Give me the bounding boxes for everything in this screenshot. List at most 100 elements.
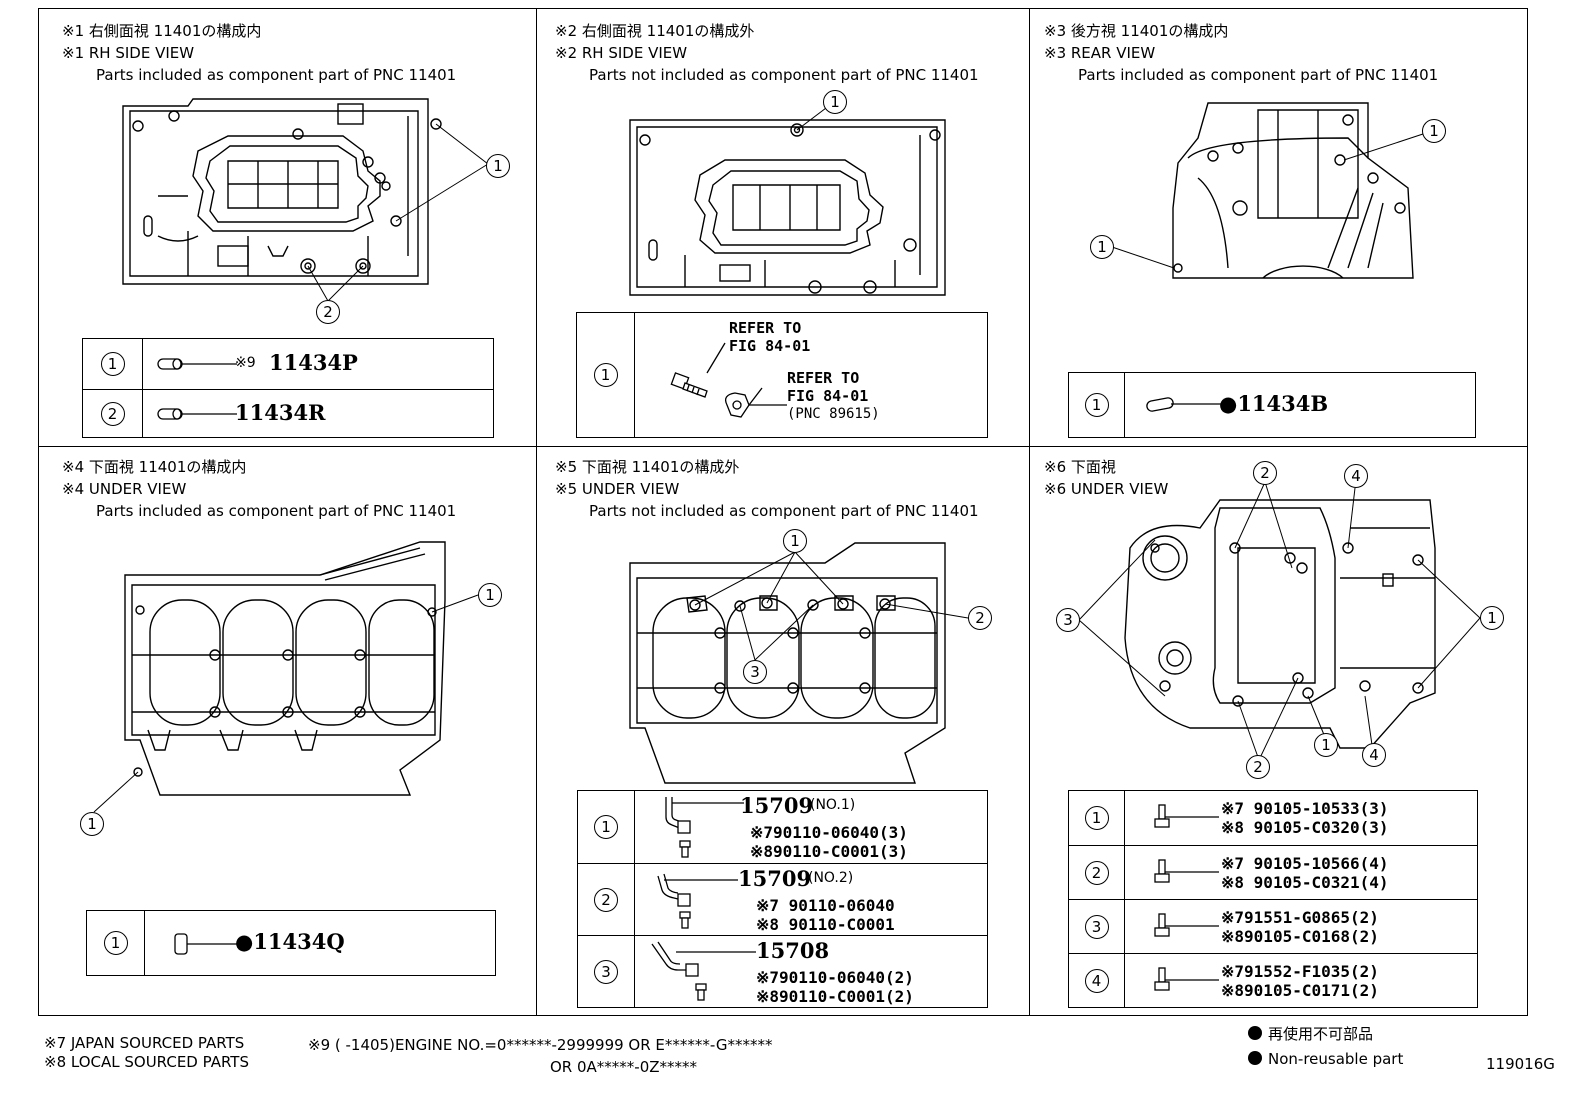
oil-jet-and-bolt-icon [651, 941, 756, 1001]
table-row: 3 ※791551-G0865(2)※890105-C0168(2) [1069, 899, 1477, 953]
legend-non-reusable-en: Non-reusable part [1248, 1050, 1403, 1069]
panel5-callout-1: 1 [783, 529, 807, 553]
filled-dot-icon [1248, 1051, 1262, 1065]
panel2-engine-block-drawing [629, 119, 946, 296]
part-alternates: ※791551-G0865(2)※890105-C0168(2) [1221, 908, 1379, 946]
panel1-engine-block-drawing [122, 98, 442, 285]
table-row: 1 ●11434B [1069, 373, 1475, 437]
bolt-icon [1154, 804, 1219, 828]
row-number: 1 [593, 363, 618, 387]
pin-icon [157, 358, 237, 370]
panel5-description: Parts not included as component part of … [589, 502, 979, 520]
part-number: 15709 [740, 793, 814, 818]
legend-non-reusable-jp: 再使用不可部品 [1248, 1025, 1373, 1044]
table-row: 2 15709 (NO.2) ※7 90110-06040※8 90110-C0… [578, 863, 987, 935]
panel4-engine-under-drawing [124, 541, 446, 796]
divider-v1 [536, 9, 537, 1015]
row-number: 4 [1084, 968, 1109, 993]
table-row: 3 15708 ※790110-06040(2)※890110-C0001(2) [578, 935, 987, 1007]
table-row: 1 15709 (NO.1) ※790110-06040(3)※890110-C… [578, 791, 987, 863]
panel6-title-en: ※6 UNDER VIEW [1044, 480, 1169, 498]
panel2-header: ※2 右側面視 11401の構成外 ※2 RH SIDE VIEW Parts … [555, 20, 979, 86]
panel2-title-jp: ※2 右側面視 11401の構成外 [555, 22, 755, 40]
panel1-parts-table: 1 ※9 11434P 2 11434R [82, 338, 494, 438]
panel3-callout-1a: 1 [1422, 119, 1446, 143]
panel4-callout-1b: 1 [80, 812, 104, 836]
panel3-callout-1b: 1 [1090, 235, 1114, 259]
panel3-title-jp: ※3 後方視 11401の構成内 [1044, 22, 1229, 40]
table-row: 2 ※7 90105-10566(4)※8 90105-C0321(4) [1069, 845, 1477, 899]
panel3-title-en: ※3 REAR VIEW [1044, 44, 1156, 62]
row-number: 1 [103, 931, 128, 955]
footer-note-9: ※9 ( -1405)ENGINE NO.=0******-2999999 OR… [308, 1036, 773, 1054]
pin-icon [157, 408, 237, 420]
part-number: 15708 [756, 938, 830, 963]
panel4-parts-table: 1 ●11434Q [86, 910, 496, 976]
panel2-leader-lines [796, 104, 831, 131]
footer-note-9-continued: OR 0A*****-0Z***** [550, 1058, 698, 1076]
panel2-title-en: ※2 RH SIDE VIEW [555, 44, 688, 62]
part-number: 11434P [269, 350, 358, 375]
table-row: 4 ※791552-F1035(2)※890105-C0171(2) [1069, 953, 1477, 1007]
panel1-title-en: ※1 RH SIDE VIEW [62, 44, 195, 62]
panel6-callout-1a: 1 [1480, 606, 1504, 630]
part-tag: (NO.1) [810, 797, 856, 813]
panel5-title-en: ※5 UNDER VIEW [555, 480, 680, 498]
panel4-callout-1a: 1 [478, 583, 502, 607]
footer-note-7: ※7 JAPAN SOURCED PARTS [44, 1034, 245, 1052]
part-number: 15709 [738, 866, 812, 891]
figure-id: 119016G [1486, 1055, 1555, 1073]
panel1-description: Parts included as component part of PNC … [96, 66, 457, 84]
part-number: 11434R [235, 400, 326, 425]
part-alternates: ※7 90105-10533(3)※8 90105-C0320(3) [1221, 799, 1389, 837]
panel1-title-jp: ※1 右側面視 11401の構成内 [62, 22, 262, 40]
panel4-header: ※4 下面視 11401の構成内 ※4 UNDER VIEW Parts inc… [62, 456, 456, 522]
part-alternates: ※790110-06040(3)※890110-C0001(3) [750, 823, 908, 861]
panel6-header: ※6 下面視 ※6 UNDER VIEW [1044, 456, 1168, 500]
row-number: 2 [1084, 860, 1109, 885]
pin-icon [1146, 397, 1225, 412]
panel3-header: ※3 後方視 11401の構成内 ※3 REAR VIEW Parts incl… [1044, 20, 1438, 86]
panel1-header: ※1 右側面視 11401の構成内 ※1 RH SIDE VIEW Parts … [62, 20, 456, 86]
bolt-icon [1154, 913, 1219, 937]
panel5-parts-table: 1 15709 (NO.1) ※790110-06040(3)※890110-C… [577, 790, 988, 1008]
panel3-leader-lines [1111, 132, 1427, 269]
part-alternates: ※790110-06040(2)※890110-C0001(2) [756, 968, 914, 1006]
bolt-icon [1154, 967, 1219, 991]
panel1-callout-2: 2 [316, 300, 340, 324]
table-row: 2 11434R [83, 389, 493, 437]
panel6-callout-1b: 1 [1314, 733, 1338, 757]
divider-h [39, 446, 1527, 447]
panel4-title-jp: ※4 下面視 11401の構成内 [62, 458, 247, 476]
row-number: 2 [594, 887, 618, 912]
panel2-description: Parts not included as component part of … [589, 66, 979, 84]
part-tag: (NO.2) [808, 870, 854, 886]
row-number: 1 [594, 815, 618, 839]
panel5-callout-2: 2 [968, 606, 992, 630]
panel5-title-jp: ※5 下面視 11401の構成外 [555, 458, 740, 476]
part-alternates: ※7 90110-06040※8 90110-C0001 [756, 896, 895, 934]
panel4-description: Parts included as component part of PNC … [96, 502, 457, 520]
table-row: 1 ●11434Q [87, 911, 495, 975]
row-note: ※9 [235, 355, 256, 371]
part-alternates: ※7 90105-10566(4)※8 90105-C0321(4) [1221, 854, 1389, 892]
panel3-description: Parts included as component part of PNC … [1078, 66, 1439, 84]
row-number: 3 [1084, 914, 1109, 939]
row-number: 2 [100, 401, 125, 426]
part-number: ●11434Q [235, 929, 345, 954]
panel3-parts-table: 1 ●11434B [1068, 372, 1476, 438]
panel6-callout-2a: 2 [1253, 461, 1277, 485]
bolt-and-sensor-icon [670, 342, 787, 418]
filled-dot-icon [1248, 1026, 1262, 1040]
divider-v2 [1029, 9, 1030, 1015]
panel1-callout-1: 1 [486, 154, 510, 178]
panel2-callout-1: 1 [823, 90, 847, 114]
diagram-sheet [38, 8, 1528, 1016]
footer-note-8: ※8 LOCAL SOURCED PARTS [44, 1053, 249, 1071]
panel6-title-jp: ※6 下面視 [1044, 458, 1116, 476]
oil-jet-and-bolt-icon [665, 797, 744, 858]
dowel-pin-icon [174, 933, 239, 955]
panel1-leader-lines [307, 123, 489, 302]
